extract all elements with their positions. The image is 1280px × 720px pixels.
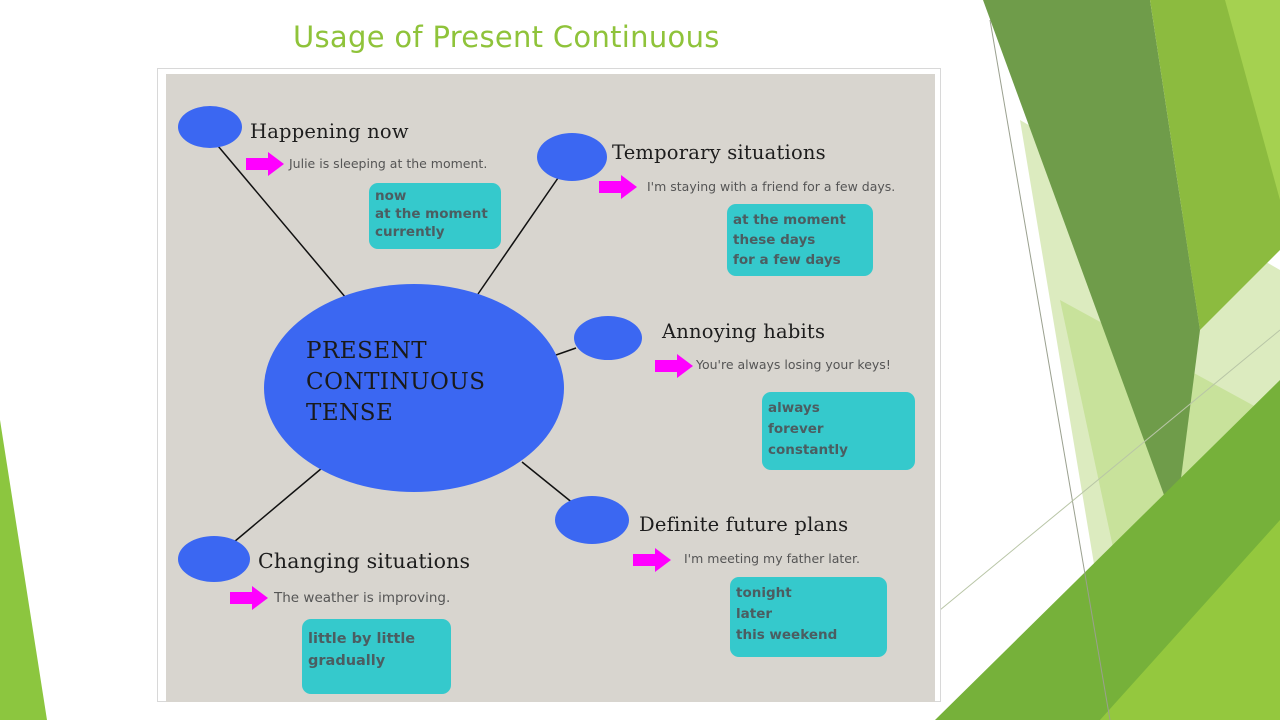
bottom-bright-green-shape (1100, 520, 1280, 720)
usage-example-temporary-situations: I'm staying with a friend for a few days… (647, 179, 896, 194)
keyword: gradually (308, 653, 386, 669)
node-circle-annoying-habits (574, 316, 642, 360)
arrow-icon (655, 354, 693, 378)
usage-example-happening-now: Julie is sleeping at the moment. (289, 156, 488, 171)
center-label-line: PRESENT (306, 338, 428, 364)
keyword: for a few days (733, 252, 841, 268)
usage-example-definite-future-plans: I'm meeting my father later. (684, 551, 860, 566)
connector-annoying-habits (555, 347, 577, 356)
keyword: these days (733, 232, 816, 248)
arrow-icon (633, 548, 671, 572)
node-circle-happening-now (178, 106, 242, 148)
arrow-icon (599, 175, 637, 199)
usage-heading-annoying-habits: Annoying habits (662, 320, 826, 343)
keyword: later (736, 606, 773, 622)
connector-temporary-situations (477, 177, 559, 295)
keyword: constantly (768, 442, 848, 458)
diagram-panel: PRESENT CONTINUOUS TENSE Happening now J… (166, 74, 935, 702)
decorative-thin-line (989, 19, 1111, 720)
usage-heading-changing-situations: Changing situations (258, 549, 471, 573)
keyword: now (375, 188, 407, 204)
keyword: forever (768, 421, 824, 437)
connector-definite-future-plans (521, 461, 575, 505)
usage-example-changing-situations: The weather is improving. (274, 590, 451, 606)
node-circle-definite-future-plans (555, 496, 629, 544)
arrow-icon (246, 152, 284, 176)
keyword-box-temporary-situations: at the moment these days for a few days (727, 204, 873, 276)
usage-heading-temporary-situations: Temporary situations (612, 141, 826, 164)
keyword: tonight (736, 585, 792, 601)
keyword-box-happening-now: now at the moment currently (369, 183, 501, 249)
decorative-thin-line-2 (939, 329, 1280, 611)
keyword: currently (375, 224, 445, 240)
keyword: always (768, 400, 820, 416)
center-label: PRESENT CONTINUOUS TENSE (306, 336, 486, 429)
keyword: little by little (308, 631, 416, 647)
keyword: at the moment (733, 212, 846, 228)
usage-example-annoying-habits: You're always losing your keys! (696, 357, 891, 372)
right-bright-green-shape (1225, 0, 1280, 200)
keyword-box-definite-future-plans: tonight later this weekend (730, 577, 887, 657)
left-green-sliver (0, 420, 47, 720)
keyword: at the moment (375, 206, 488, 222)
connector-changing-situations (233, 467, 323, 543)
keyword-box-annoying-habits: always forever constantly (762, 392, 915, 470)
center-circle (264, 284, 564, 492)
center-label-line: CONTINUOUS (306, 369, 486, 395)
slide-title: Usage of Present Continuous (293, 20, 720, 54)
node-circle-temporary-situations (537, 133, 607, 181)
keyword: this weekend (736, 627, 838, 643)
center-label-line: TENSE (306, 400, 394, 426)
arrow-icon (230, 586, 268, 610)
node-circle-changing-situations (178, 536, 250, 582)
connector-lines (217, 145, 577, 543)
right-dark-green-shape (983, 0, 1200, 525)
connector-happening-now (217, 145, 347, 299)
keyword-box-changing-situations: little by little gradually (302, 619, 451, 694)
usage-heading-happening-now: Happening now (250, 120, 409, 143)
right-green-shape (1150, 0, 1280, 330)
usage-heading-definite-future-plans: Definite future plans (639, 513, 849, 536)
